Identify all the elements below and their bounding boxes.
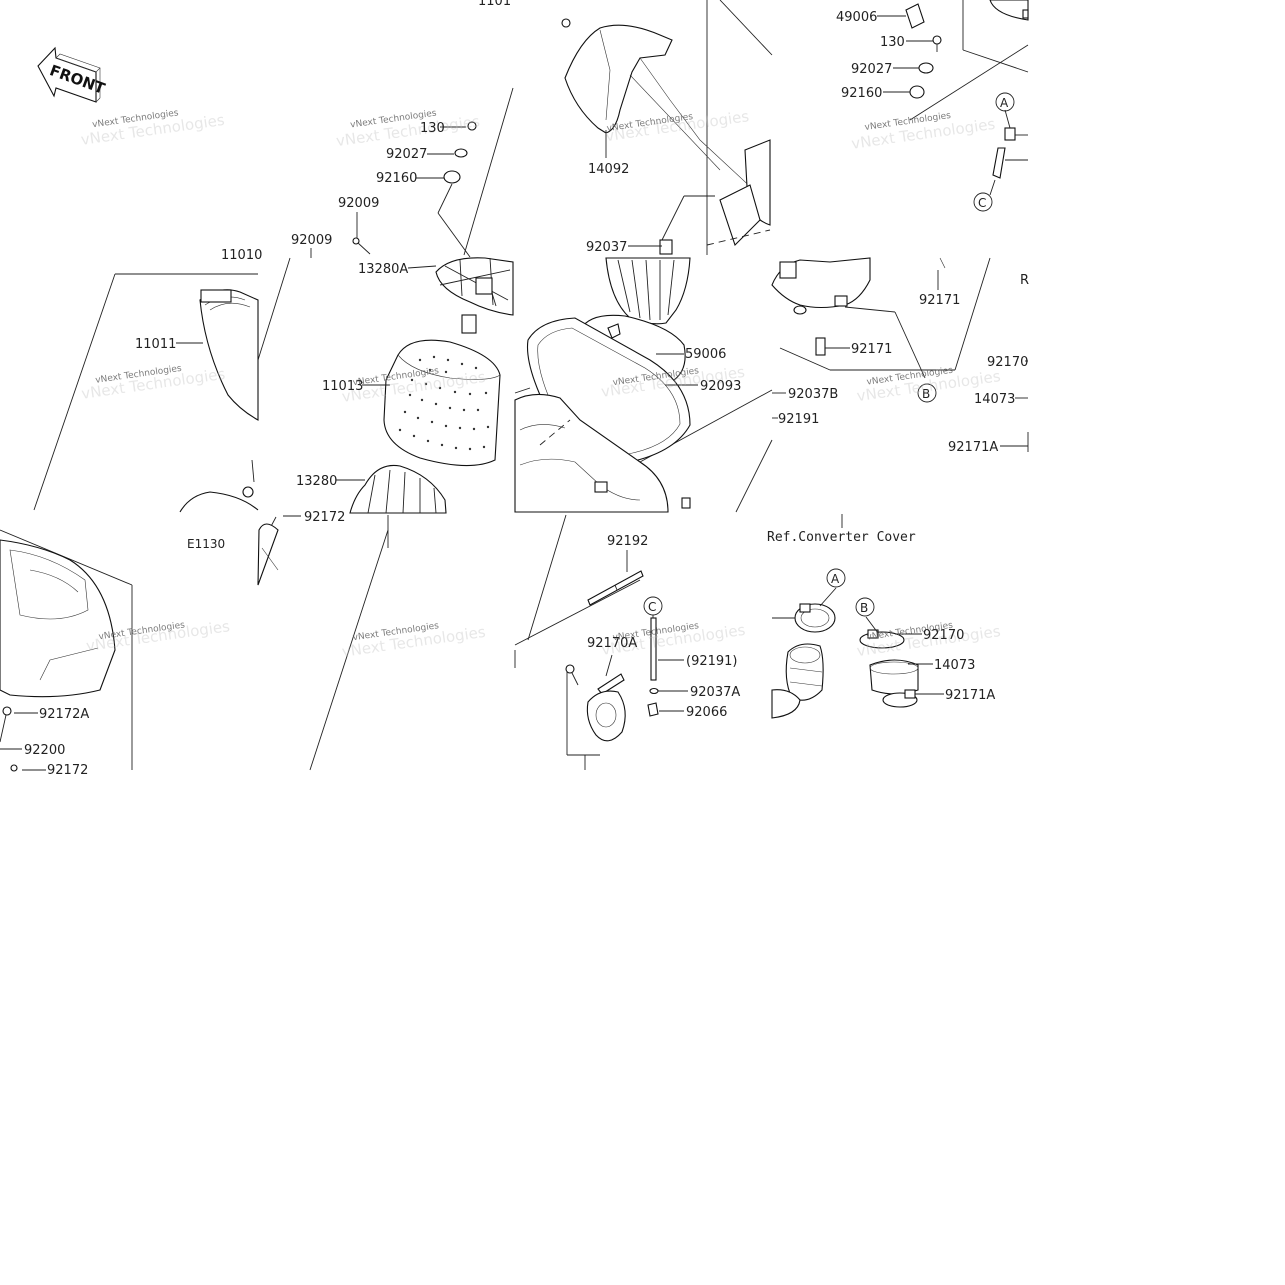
label-92009-upper: 92009 [338, 196, 379, 211]
leader-lines [0, 15, 1029, 771]
label-E1130: E1130 [187, 537, 225, 551]
label-ref-converter-cover: Ref.Converter Cover [767, 530, 916, 545]
callout-C-lower [643, 596, 663, 616]
duct-cover-14092 [561, 18, 771, 206]
label-49006: 49006 [836, 10, 877, 25]
callout-B-upper [917, 383, 937, 403]
air-filter-element-11013 [383, 339, 501, 467]
label-92171A-right: 92171A [948, 440, 998, 455]
label-92170A: 92170A [587, 636, 637, 651]
label-92027-right: 92027 [851, 62, 892, 77]
lower-center-parts [565, 570, 659, 770]
label-13280: 13280 [296, 474, 337, 489]
label-92191-paren: (92191) [686, 654, 738, 669]
fastener-stack-right [905, 0, 1029, 179]
label-14092: 14092 [588, 162, 629, 177]
label-92172-bottom: 92172 [47, 763, 88, 778]
intake-funnel [605, 239, 691, 325]
callout-B-lower-label: B [860, 601, 868, 615]
label-92171A: 92171A [945, 688, 995, 703]
label-13280A: 13280A [358, 262, 408, 277]
label-92191: 92191 [778, 412, 819, 427]
front-arrow-icon: FRONT [37, 46, 108, 103]
bolts-92009 [257, 121, 477, 586]
label-92037: 92037 [586, 240, 627, 255]
label-92172A: 92172A [39, 707, 89, 722]
label-92170-right: 92170 [987, 355, 1028, 370]
callout-circles: A B C A B C [643, 92, 1015, 617]
filter-perforation-dots [398, 355, 490, 451]
element-frame-13280 [349, 464, 447, 514]
label-92172-top: 92172 [304, 510, 345, 525]
callout-C-upper [973, 192, 993, 212]
callout-A-upper-label: A [1000, 96, 1009, 110]
label-92171-lower: 92171 [851, 342, 892, 357]
callout-B-lower [855, 597, 875, 617]
air-cleaner-cover-11011 [179, 289, 259, 513]
label-92160-right: 92160 [841, 86, 882, 101]
label-11013: 11013 [322, 379, 363, 394]
label-11011: 11011 [135, 337, 176, 352]
label-92093: 92093 [700, 379, 741, 394]
callout-A-lower-label: A [831, 572, 840, 586]
label-92037B: 92037B [788, 387, 838, 402]
upper-housing-right [706, 139, 771, 247]
part-number-labels: 1101 49006 130 92027 92160 130 92027 921… [24, 0, 1029, 778]
label-92171-upper: 92171 [919, 293, 960, 308]
label-14073-right: 14073 [974, 392, 1015, 407]
air-cleaner-case-bottom [0, 539, 116, 772]
callout-A-lower [826, 568, 846, 588]
element-frame-13280A [435, 257, 514, 334]
label-92009-lower: 92009 [291, 233, 332, 248]
label-59006: 59006 [685, 347, 726, 362]
label-92037A: 92037A [690, 685, 740, 700]
callout-C-upper-label: C [978, 196, 986, 210]
label-92066: 92066 [686, 705, 727, 720]
label-92170: 92170 [923, 628, 964, 643]
panel-frame-lines [0, 0, 1029, 771]
label-R: R [1020, 273, 1029, 288]
label-11010-top: 1101 [478, 0, 511, 9]
label-130-left: 130 [420, 121, 445, 136]
callout-A-upper [995, 92, 1015, 112]
callout-B-upper-label: B [922, 387, 930, 401]
label-11010: 11010 [221, 248, 262, 263]
callout-C-lower-label: C [648, 600, 656, 614]
label-130-right: 130 [880, 35, 905, 50]
converter-duct-parts [771, 603, 919, 719]
air-box-right-section [771, 257, 946, 379]
label-14073: 14073 [934, 658, 975, 673]
label-92200: 92200 [24, 743, 65, 758]
label-92027-left: 92027 [386, 147, 427, 162]
label-92192: 92192 [607, 534, 648, 549]
label-92160-left: 92160 [376, 171, 417, 186]
air-box-lower [514, 387, 691, 513]
